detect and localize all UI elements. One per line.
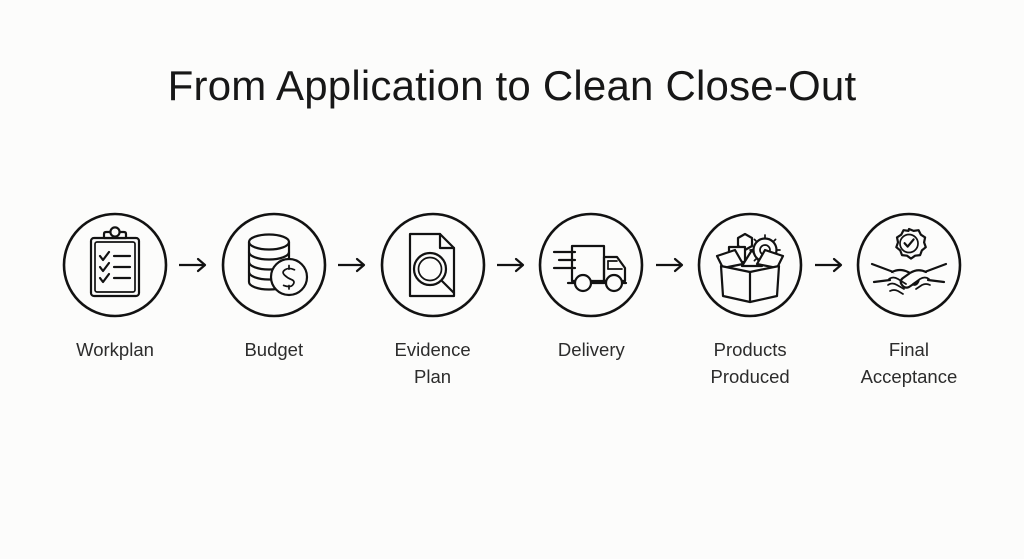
- flow-step-label-delivery: Delivery: [521, 337, 661, 364]
- delivery-truck-icon: [539, 212, 644, 318]
- flow-step-label-line1: Evidence: [394, 339, 471, 360]
- flow-step-final-acceptance[interactable]: Final Acceptance: [846, 212, 972, 391]
- flow-step-label-final-acceptance: Final Acceptance: [839, 337, 979, 391]
- flow-arrow-5: [813, 212, 847, 318]
- arrow-right-icon: [814, 257, 842, 273]
- flow-arrow-4: [654, 212, 688, 318]
- flow-node-products-produced[interactable]: [697, 212, 803, 318]
- arrow-right-icon: [338, 257, 366, 273]
- clipboard-checklist-icon: [62, 212, 168, 318]
- arrow-right-icon: [496, 257, 525, 273]
- flow-step-label-line1: Budget: [244, 339, 304, 360]
- flow-step-workplan[interactable]: Workplan: [52, 212, 178, 364]
- flow-step-label-line1: Delivery: [557, 339, 625, 360]
- approval-badge-icon: [895, 227, 927, 260]
- flow-arrow-1: [177, 212, 211, 318]
- flow-step-budget[interactable]: Budget: [211, 212, 337, 364]
- flow-step-label-budget: Budget: [204, 337, 344, 364]
- document-magnifier-icon: [380, 212, 485, 318]
- flow-step-label-line1: Workplan: [76, 339, 154, 360]
- flow-node-evidence-plan[interactable]: [380, 212, 486, 318]
- flow-node-delivery[interactable]: [538, 212, 644, 318]
- flow-node-final-acceptance[interactable]: [856, 212, 962, 318]
- page-title: From Application to Clean Close-Out: [167, 62, 857, 109]
- flow-step-label-line2: Produced: [710, 365, 790, 387]
- process-flow: Workplan: [52, 212, 972, 442]
- arrow-right-icon: [179, 257, 207, 273]
- flow-step-delivery[interactable]: Delivery: [528, 212, 654, 364]
- flow-step-label-line2: Plan: [414, 365, 452, 387]
- flow-step-label-products-produced: Products Produced: [680, 337, 820, 391]
- coin-stack-dollar-icon: [221, 212, 327, 318]
- flow-arrow-3: [495, 212, 529, 318]
- flow-arrow-2: [336, 212, 370, 318]
- flow-step-label-line2: Acceptance: [860, 365, 958, 387]
- flow-node-workplan[interactable]: [62, 212, 168, 318]
- flow-step-label-evidence-plan: Evidence Plan: [363, 337, 503, 391]
- flow-step-label-workplan: Workplan: [45, 337, 185, 364]
- flow-step-label-line1: Products: [713, 339, 787, 360]
- flow-step-evidence-plan[interactable]: Evidence Plan: [370, 212, 496, 391]
- flow-step-products-produced[interactable]: Products Produced: [687, 212, 813, 391]
- open-box-products-icon: [697, 212, 803, 318]
- handshake-badge-icon: [856, 212, 962, 318]
- flow-node-budget[interactable]: [221, 212, 327, 318]
- arrow-right-icon: [655, 257, 683, 273]
- flow-step-label-line1: Final: [888, 339, 929, 360]
